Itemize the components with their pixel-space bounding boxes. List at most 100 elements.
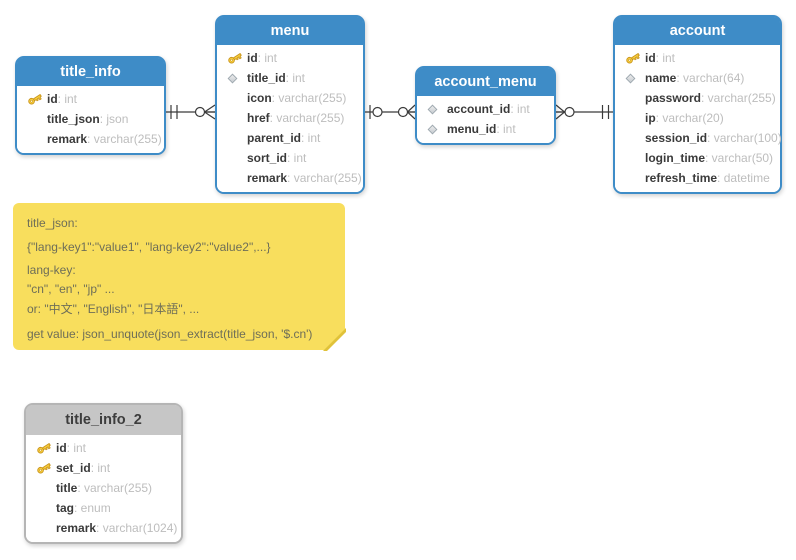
field-name: name <box>645 71 677 85</box>
field-name: login_time <box>645 151 706 165</box>
field-name: remark <box>47 132 88 146</box>
field-row-href[interactable]: href: varchar(255) <box>217 108 363 128</box>
note-line: {"lang-key1":"value1", "lang-key2":"valu… <box>27 240 271 254</box>
primary-key-icon <box>625 52 645 64</box>
table-title[interactable]: account_menu <box>417 68 554 96</box>
field-type: : varchar(50) <box>705 151 774 165</box>
primary-key-icon <box>36 442 56 454</box>
foreign-key-diamond-icon <box>227 73 247 83</box>
field-name: remark <box>247 171 288 185</box>
table-title[interactable]: title_info <box>17 58 164 86</box>
foreign-key-diamond-icon <box>427 124 447 134</box>
field-type: : int <box>66 441 87 455</box>
field-name: remark <box>56 521 97 535</box>
connector-account_menu-account[interactable] <box>555 104 613 120</box>
field-name: menu_id <box>447 122 497 136</box>
field-row-id[interactable]: id: int <box>217 48 363 68</box>
field-name: ip <box>645 111 656 125</box>
field-row-session_id[interactable]: session_id: varchar(100) <box>615 128 782 148</box>
field-type: : int <box>257 51 278 65</box>
field-name: sort_id <box>247 151 288 165</box>
field-row-account_id[interactable]: account_id: int <box>417 99 554 119</box>
field-type: : int <box>655 51 676 65</box>
field-row-title[interactable]: title: varchar(255) <box>26 478 181 498</box>
field-type: : varchar(255) <box>701 91 776 105</box>
field-row-id[interactable]: id: int <box>26 438 181 458</box>
connector-menu-account_menu[interactable] <box>365 104 416 120</box>
field-type: : int <box>57 92 78 106</box>
field-row-name[interactable]: name: varchar(64) <box>615 68 780 88</box>
primary-key-icon <box>227 52 247 64</box>
field-type: : int <box>287 151 307 165</box>
field-type: : int <box>285 71 306 85</box>
foreign-key-diamond-icon <box>625 73 645 83</box>
field-name: title <box>56 481 78 495</box>
field-row-id[interactable]: id: int <box>615 48 780 68</box>
primary-key-icon <box>27 93 47 105</box>
field-row-remark[interactable]: remark: varchar(255) <box>217 168 363 188</box>
field-row-title_id[interactable]: title_id: int <box>217 68 363 88</box>
note-line: or: "中文", "English", "日本語", ... <box>27 302 200 316</box>
field-type: : varchar(255) <box>77 481 153 495</box>
field-row-remark[interactable]: remark: varchar(1024) <box>26 518 181 538</box>
table-title[interactable]: menu <box>217 17 363 45</box>
note-fold-corner-icon <box>327 332 346 351</box>
field-name: parent_id <box>247 131 302 145</box>
field-type: : varchar(255) <box>287 171 362 185</box>
field-type: : varchar(255) <box>87 132 162 146</box>
field-name: id <box>56 441 67 455</box>
field-row-password[interactable]: password: varchar(255) <box>615 88 780 108</box>
field-name: title_json <box>47 112 100 126</box>
sticky-note[interactable]: title_json: {"lang-key1":"value1", "lang-… <box>13 203 346 351</box>
field-row-ip[interactable]: ip: varchar(20) <box>615 108 780 128</box>
note-line: get value: json_unquote(json_extract(tit… <box>27 327 313 341</box>
note-line: "cn", "en", "jp" ... <box>27 282 115 296</box>
sticky-note-text: title_json: {"lang-key1":"value1", "lang-… <box>27 215 331 342</box>
field-row-menu_id[interactable]: menu_id: int <box>417 119 554 139</box>
field-type: : int <box>90 461 111 475</box>
field-row-title_json[interactable]: title_json: json <box>17 109 164 129</box>
field-type: : int <box>496 122 516 136</box>
field-name: icon <box>247 91 272 105</box>
note-line: title_json: <box>27 216 78 230</box>
connector-title_info-menu[interactable] <box>166 104 216 120</box>
table-title[interactable]: account <box>615 17 780 45</box>
field-row-tag[interactable]: tag: enum <box>26 498 181 518</box>
field-name: id <box>47 92 58 106</box>
field-name: set_id <box>56 461 91 475</box>
field-name: refresh_time <box>645 171 718 185</box>
field-type: : varchar(255) <box>271 91 347 105</box>
field-row-icon[interactable]: icon: varchar(255) <box>217 88 363 108</box>
field-row-remark[interactable]: remark: varchar(255) <box>17 129 164 149</box>
field-row-set_id[interactable]: set_id: int <box>26 458 181 478</box>
field-type: : varchar(20) <box>655 111 724 125</box>
field-row-id[interactable]: id: int <box>17 89 164 109</box>
field-row-login_time[interactable]: login_time: varchar(50) <box>615 148 780 168</box>
field-type: : enum <box>74 501 111 515</box>
field-type: : varchar(100) <box>707 131 782 145</box>
field-type: : json <box>99 112 129 126</box>
field-row-parent_id[interactable]: parent_id: int <box>217 128 363 148</box>
field-row-refresh_time[interactable]: refresh_time: datetime <box>615 168 780 188</box>
table-title[interactable]: title_info_2 <box>26 405 181 435</box>
field-name: account_id <box>447 102 511 116</box>
field-row-sort_id[interactable]: sort_id: int <box>217 148 363 168</box>
field-type: : varchar(64) <box>676 71 745 85</box>
field-name: id <box>645 51 656 65</box>
field-name: session_id <box>645 131 708 145</box>
field-type: : int <box>510 102 530 116</box>
field-name: href <box>247 111 270 125</box>
field-name: password <box>645 91 702 105</box>
